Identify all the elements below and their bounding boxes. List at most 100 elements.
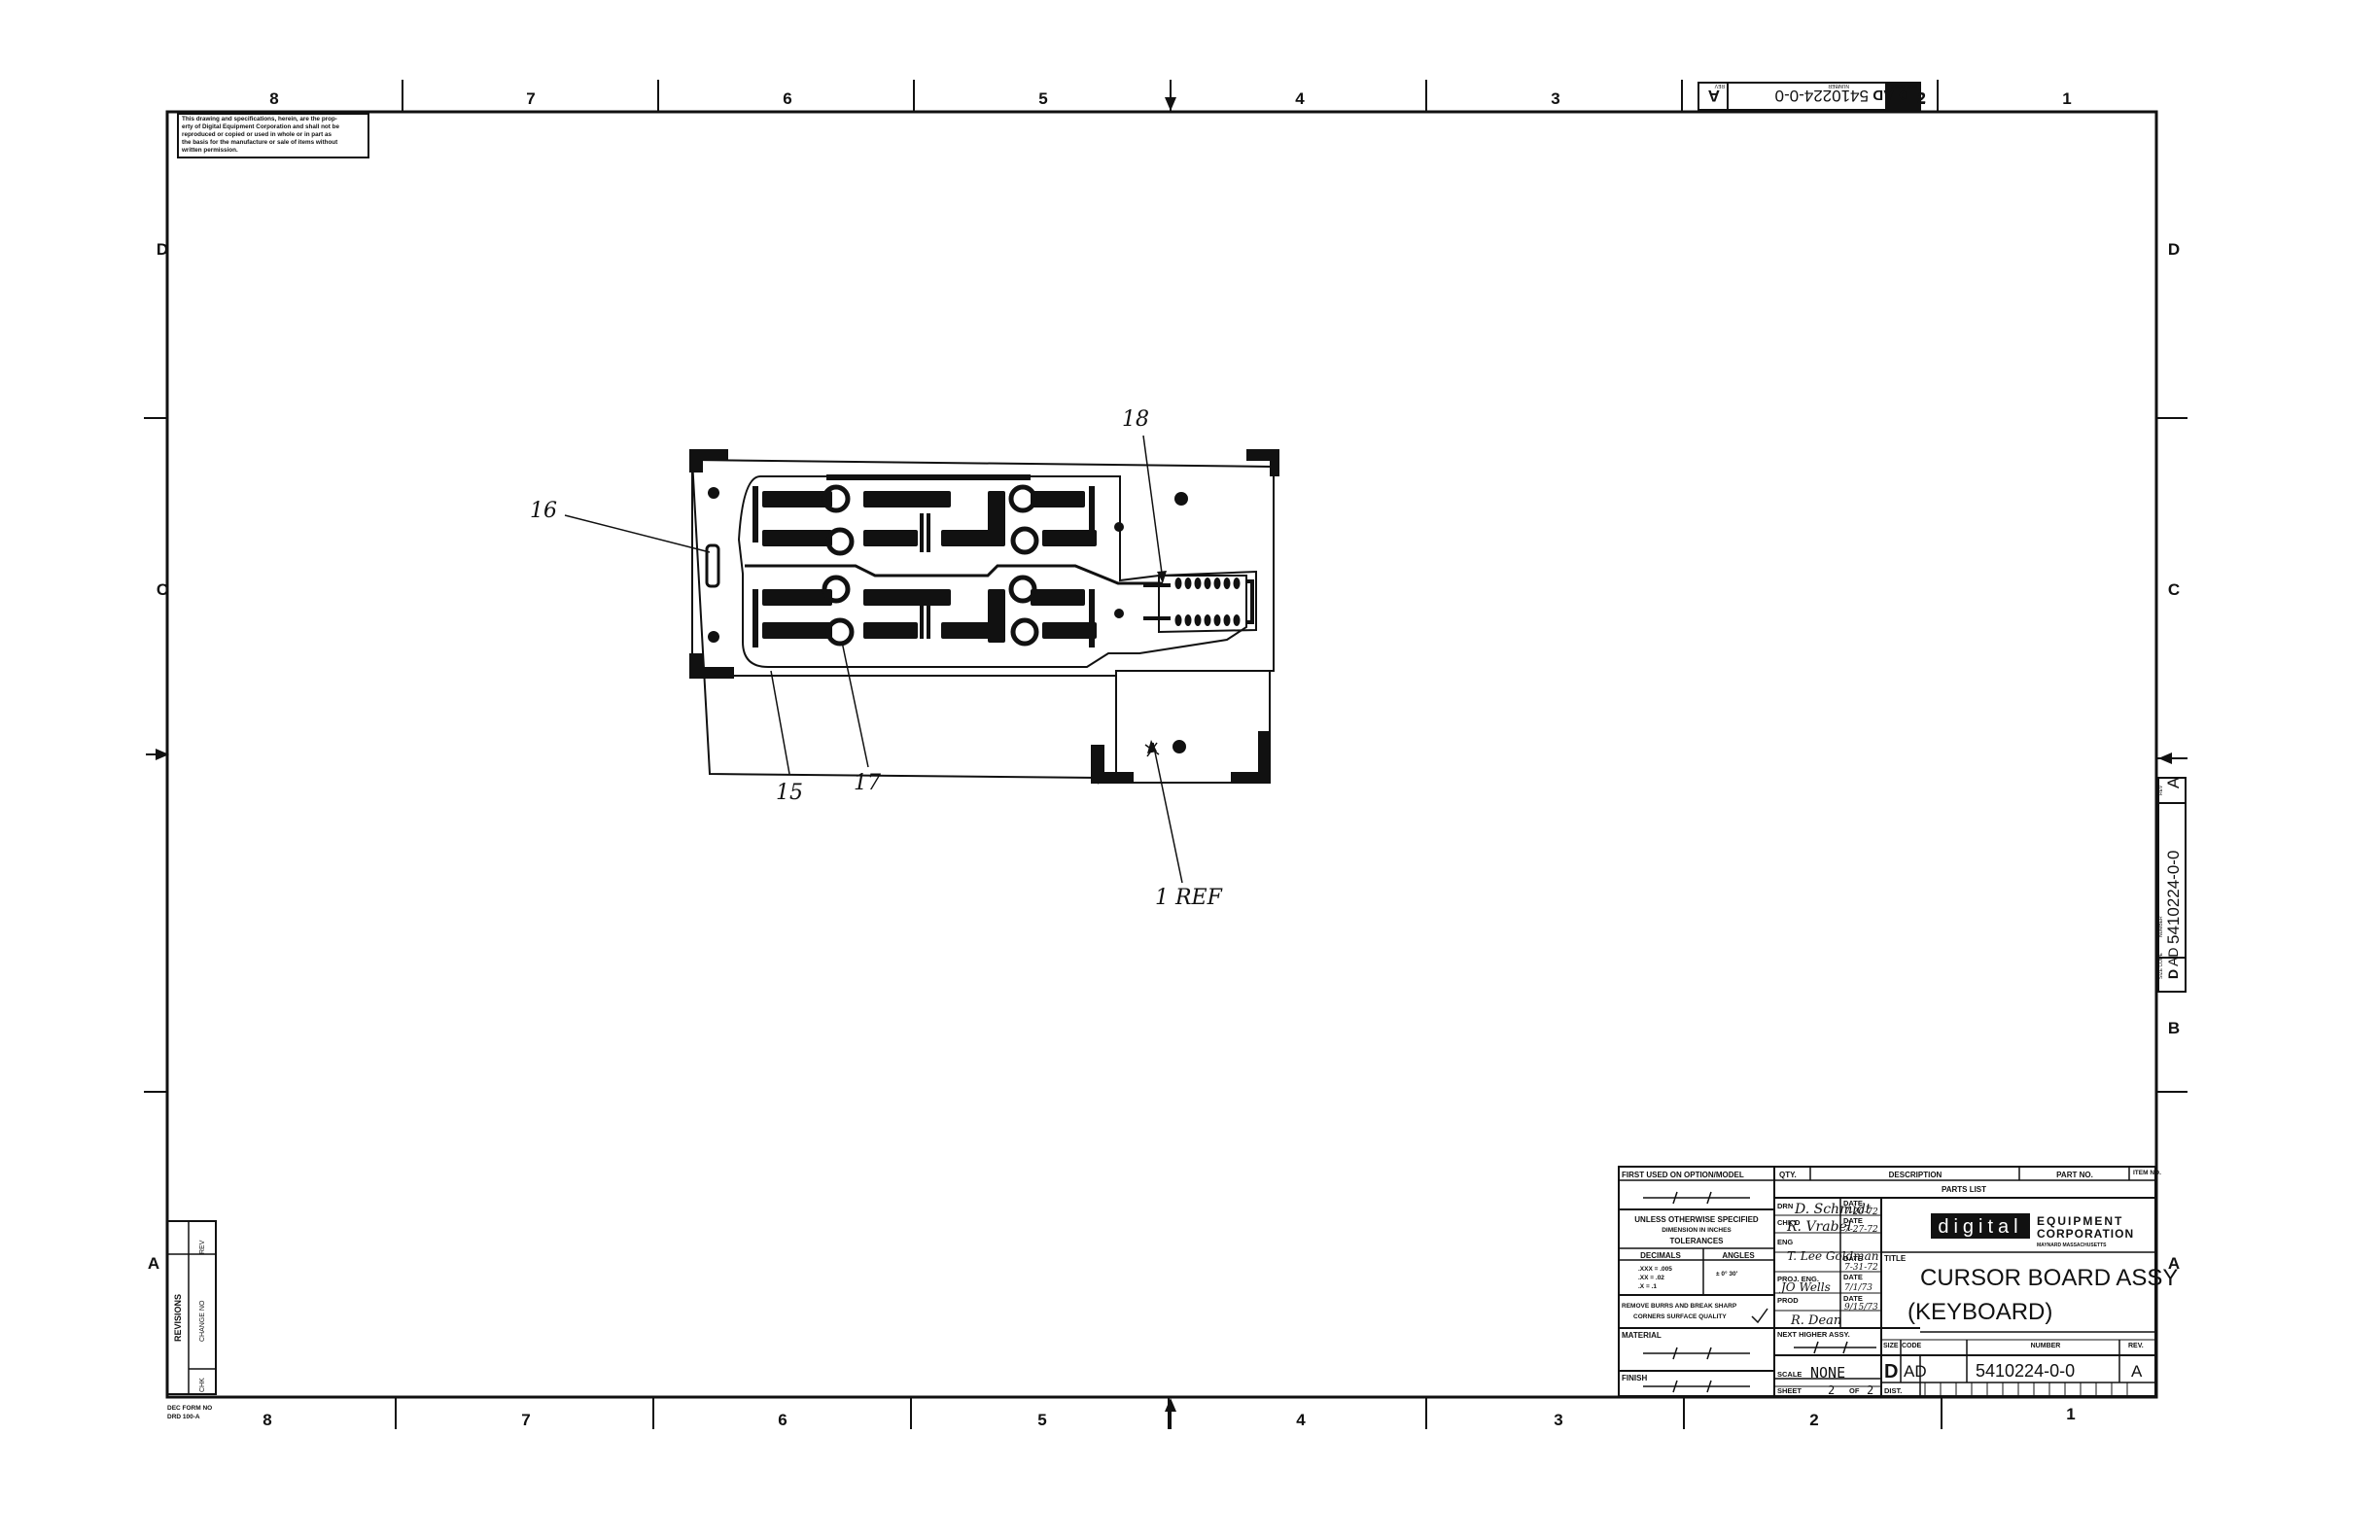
finish-blank-mark (1643, 1380, 1750, 1393)
scale-label: SCALE (1777, 1370, 1802, 1379)
revisions-strip: REVISIONS REV CHANGE NO CHK (166, 1220, 217, 1395)
top-stamp-size-code-caption: SIZE CODE (1890, 83, 1917, 88)
zone-label-top-6: 6 (783, 89, 791, 108)
check-mark (1751, 1308, 1768, 1324)
tolerance-line: TOLERANCES (1670, 1237, 1725, 1245)
size-value: D (1884, 1361, 1898, 1382)
sheet-label: SHEET (1777, 1386, 1802, 1395)
zone-label-top-1: 1 (2062, 89, 2071, 108)
company-location: MAYNARD MASSACHUSETTS (2037, 1242, 2107, 1248)
company-name-line-1: EQUIPMENT (2037, 1214, 2123, 1228)
rev-value: A (2131, 1362, 2143, 1381)
tolerance-line: UNLESS OTHERWISE SPECIFIED (1634, 1215, 1759, 1224)
first-used-blank-mark (1643, 1191, 1750, 1205)
drn-signature: D. Schmidt (1794, 1202, 1872, 1217)
notice-line: erty of Digital Equipment Corporation an… (182, 123, 339, 130)
form-number-line: DRD 100-A (167, 1414, 200, 1420)
code-label: CODE (1902, 1343, 1922, 1349)
board-outline-lower (691, 460, 1271, 784)
number-label: NUMBER (2031, 1343, 2061, 1349)
company-name-line-2: CORPORATION (2037, 1227, 2134, 1241)
burrs-line: CORNERS SURFACE QUALITY (1633, 1313, 1727, 1320)
angles-label: ANGLES (1722, 1251, 1755, 1260)
connector-slot (705, 543, 720, 588)
scale-value: NONE (1810, 1364, 1845, 1382)
zone-label-bottom-3: 3 (1554, 1411, 1562, 1429)
tolerance-line: DIMENSION IN INCHES (1662, 1227, 1732, 1234)
zone-labels-bottom: 8 7 6 5 4 3 2 1 (262, 1405, 2075, 1429)
date-label: DATE (1843, 1273, 1863, 1281)
proj-eng-label: PROJ. ENG. (1777, 1275, 1819, 1283)
date-label: DATE (1843, 1216, 1863, 1225)
decimals-value: .XX = .02 (1638, 1275, 1664, 1281)
size-label: SIZE (1883, 1343, 1899, 1349)
drawing-number-value: 5410224-0-0 (1976, 1361, 2075, 1381)
revisions-change-no-label: CHANGE NO (199, 1300, 206, 1342)
chkd-date: 7-27-72 (1844, 1225, 1878, 1235)
zone-label-left-C: C (157, 580, 168, 599)
top-stamp-number: 5410224-0-0 (1775, 87, 1869, 105)
eng-label: ENG (1777, 1238, 1793, 1246)
zone-label-bottom-7: 7 (521, 1411, 530, 1429)
drn-date: 7-20-72 (1844, 1208, 1878, 1217)
zone-label-right-D: D (2168, 240, 2180, 259)
description-label: DESCRIPTION (1889, 1171, 1942, 1179)
decimals-label: DECIMALS (1640, 1251, 1681, 1260)
zone-label-bottom-4: 4 (1296, 1411, 1306, 1429)
zone-label-right-B: B (2168, 1019, 2180, 1037)
side-stamp-number: 5410224-0-0 (2164, 851, 2183, 944)
switch-rings (822, 484, 1039, 647)
zone-label-right-A: A (2168, 1254, 2180, 1273)
next-higher-assy-label: NEXT HIGHER ASSY. (1777, 1330, 1850, 1339)
zone-label-bottom-2: 2 (1809, 1411, 1818, 1429)
notice-line: the basis for the manufacture or sale of… (182, 139, 338, 146)
side-number-stamp: D AD 5410224-0-0 A REV NUMBER SIZE CODE (2157, 777, 2187, 993)
rev-label: REV. (2128, 1343, 2144, 1349)
zone-label-left-D: D (157, 240, 168, 259)
top-stamp-sheet: 2 (1917, 90, 1926, 107)
parts-list-label: PARTS LIST (1942, 1185, 1986, 1194)
drn-label: DRN (1777, 1202, 1793, 1210)
corner-mounting-blocks (689, 449, 1279, 784)
of-value: 2 (1867, 1383, 1873, 1397)
chkd-label: CHK'D (1777, 1218, 1801, 1227)
form-number-line: DEC FORM NO (167, 1405, 212, 1412)
zone-label-bottom-5: 5 (1037, 1411, 1046, 1429)
callout-leaders (564, 435, 1183, 884)
callout-16: 16 (530, 499, 557, 523)
burrs-line: REMOVE BURRS AND BREAK SHARP (1622, 1303, 1737, 1310)
decimals-value: .XXX = .005 (1638, 1266, 1672, 1273)
decimals-value: .X = .1 (1638, 1283, 1657, 1290)
code-value: AD (1904, 1362, 1927, 1381)
zone-label-bottom-6: 6 (778, 1411, 787, 1429)
revisions-chk-label: CHK (199, 1378, 206, 1392)
digital-logo-text: digital (1938, 1216, 2022, 1238)
eng-date: 7-31-72 (1844, 1263, 1878, 1273)
zone-label-top-3: 3 (1551, 89, 1559, 108)
side-stamp-size-code-caption: SIZE CODE (2158, 952, 2164, 979)
first-used-label: FIRST USED ON OPTION/MODEL (1622, 1171, 1744, 1179)
angles-value: ± 0° 30' (1716, 1270, 1738, 1278)
proprietary-notice: This drawing and specifications, herein,… (177, 113, 369, 158)
digital-logo: digital (1931, 1213, 2030, 1239)
proj-eng-signature: JO Wells (1778, 1280, 1831, 1294)
next-higher-assy-blank-mark (1794, 1341, 1876, 1354)
zone-label-right-C: C (2168, 580, 2180, 599)
date-label: DATE (1843, 1254, 1863, 1263)
sheet-value: 2 (1828, 1383, 1835, 1397)
item-no-label: ITEM NO. (2133, 1170, 2161, 1176)
callout-15: 15 (776, 781, 803, 805)
form-number: DEC FORM NO DRD 100-A (167, 1405, 212, 1420)
material-label: MATERIAL (1622, 1331, 1662, 1340)
qty-label: QTY. (1779, 1171, 1797, 1179)
date-label: DATE (1843, 1199, 1863, 1208)
side-stamp-size: D (2165, 969, 2181, 979)
side-stamp-number-caption: NUMBER (2158, 916, 2164, 937)
revisions-rev-label: REV (199, 1240, 206, 1254)
centering-marks (146, 80, 2188, 1429)
drawing-title-line-1: CURSOR BOARD ASSY (1920, 1265, 2178, 1291)
callout-18: 18 (1122, 407, 1149, 432)
zone-label-left-A: A (148, 1254, 159, 1273)
top-stamp-size: D (1899, 87, 1909, 103)
